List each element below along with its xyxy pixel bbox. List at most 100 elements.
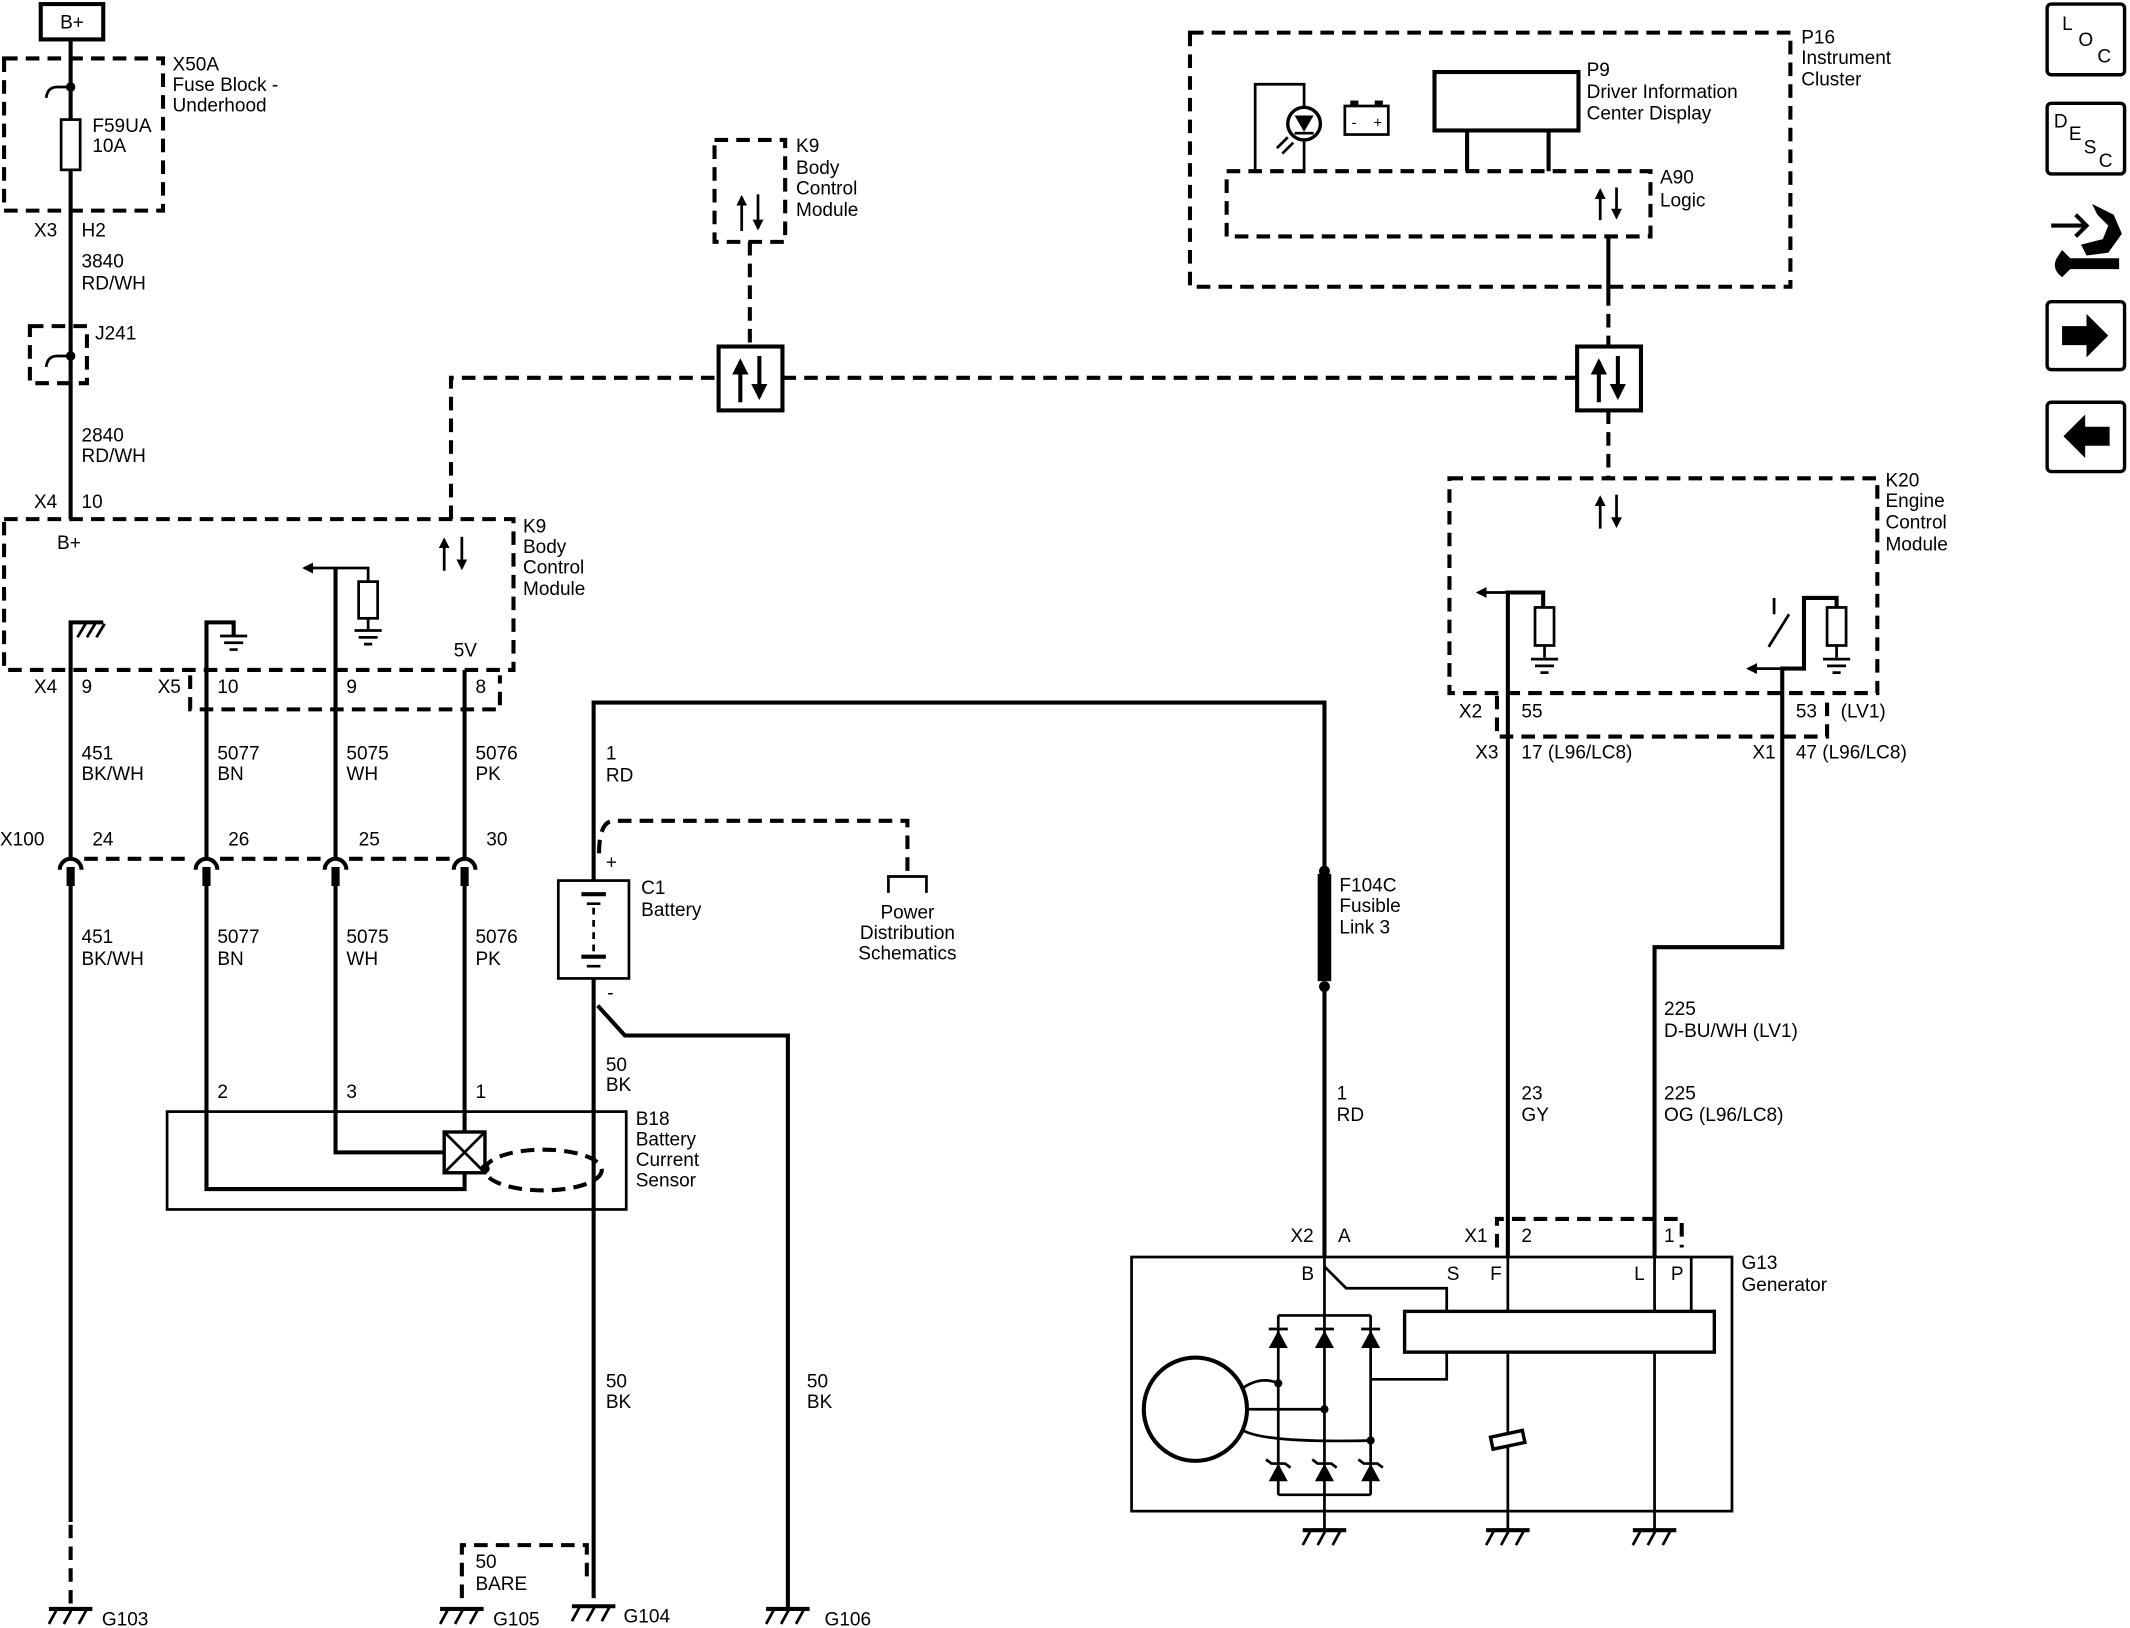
x50a-name-2: Underhood	[173, 95, 267, 116]
g13-ref: G13	[1741, 1253, 1777, 1274]
desc-letter-2: E	[2069, 124, 2082, 145]
power-dist-3[interactable]: Schematics	[858, 943, 956, 964]
upper-wire-3-circuit: 5075	[346, 744, 388, 765]
k20-ref: K20	[1885, 470, 1919, 491]
wire-3840-circuit: 3840	[82, 252, 124, 273]
voltage-regulator	[1402, 1309, 1717, 1354]
wire-225-l96-circuit: 225	[1664, 1083, 1696, 1104]
battery-icon: - +	[1343, 100, 1390, 136]
next-page-button[interactable]	[2045, 299, 2127, 372]
f104c-name-2: Link 3	[1339, 918, 1390, 939]
ground-g106-icon	[766, 1609, 809, 1624]
k20-pin-53: 53	[1796, 702, 1817, 723]
generator-g13: B S F L P G13 Generator	[1130, 1253, 1828, 1545]
lower-wire-1-color: BK/WH	[82, 949, 144, 970]
stator-icon	[1141, 1355, 1250, 1463]
bcm-pin-3: 9	[346, 677, 357, 698]
b18-name-2: Current	[636, 1150, 700, 1171]
ground-g105-label: G105	[493, 1609, 540, 1628]
instrument-cluster-p16: P16 Instrument Cluster - + P9 Driver Inf…	[1187, 27, 1892, 289]
battery-c1: + - C1 Battery	[556, 852, 702, 1004]
battery-positive-cable	[591, 700, 1327, 881]
rectifier-diodes-icon	[1265, 1327, 1384, 1482]
connector-wrench-icon[interactable]	[2051, 203, 2122, 278]
serial-data-arrows-icon	[1594, 494, 1622, 529]
b18-name-1: Battery	[636, 1130, 697, 1151]
arrow-left-icon	[2063, 414, 2110, 458]
wire-50-bare-circuit: 50	[475, 1552, 496, 1573]
g13-pin-1: 1	[1664, 1226, 1675, 1247]
k20-conn-x1: X1	[1752, 742, 1775, 763]
wire-50-g104-color: BK	[606, 1392, 632, 1413]
g13-name: Generator	[1741, 1275, 1827, 1296]
wire-225-lv1-color: D-BU/WH (LV1)	[1664, 1021, 1798, 1042]
splice-j241: J241	[27, 324, 136, 386]
upper-wire-4-color: PK	[475, 764, 501, 785]
x100-pin-1: 24	[92, 829, 114, 850]
generator-control-wires	[1505, 693, 1785, 1258]
k9-top-ref: K9	[796, 136, 819, 157]
k9-top-name-2: Control	[796, 178, 857, 199]
lower-wire-2-circuit: 5077	[217, 927, 259, 948]
body-control-module-k9-top: K9 Body Control Module	[712, 136, 858, 244]
wire-2840-circuit: 2840	[82, 426, 124, 447]
terminal-p: P	[1671, 1264, 1684, 1285]
bcm-sensor-wires	[68, 669, 467, 1523]
bcm-in-conn: X4	[34, 492, 58, 513]
power-distribution-link[interactable]: Power Distribution Schematics	[858, 903, 956, 965]
power-dist-1[interactable]: Power	[880, 903, 935, 924]
ground-g104-icon	[572, 1606, 615, 1621]
k9-top-name-1: Body	[796, 158, 840, 179]
signal-ground-icon	[218, 634, 249, 651]
k20-pin-47: 47 (L96/LC8)	[1796, 742, 1907, 763]
arrow-right-icon	[2062, 313, 2109, 358]
bcm-pin-2: 10	[217, 677, 238, 698]
bcm-pin-conn-1: X4	[34, 677, 58, 698]
f104c-ref: F104C	[1339, 875, 1396, 896]
bcm-in-pin: 10	[82, 492, 103, 513]
loc-button[interactable]: L O C	[2045, 2, 2127, 77]
lower-wire-4-circuit: 5076	[475, 927, 517, 948]
desc-letter-3: S	[2084, 138, 2097, 159]
k20-lv1: (LV1)	[1841, 702, 1886, 723]
wire-50-g104-circuit: 50	[606, 1371, 627, 1392]
loc-letter-3: C	[2097, 47, 2111, 68]
x100-pin-3: 25	[359, 829, 380, 850]
b18-pin-2: 3	[346, 1082, 357, 1103]
wire-225-lv1-circuit: 225	[1664, 999, 1696, 1020]
wire-225-l96-color: OG (L96/LC8)	[1664, 1105, 1783, 1126]
k20-pin-17: 17 (L96/LC8)	[1521, 742, 1632, 763]
wire-23-circuit: 23	[1521, 1083, 1542, 1104]
ground-g106-label: G106	[825, 1609, 872, 1628]
ground-g103-icon	[49, 1609, 92, 1624]
bcm-pin-1: 9	[82, 677, 93, 698]
k20-name-2: Control	[1885, 513, 1946, 534]
bcm-bplus: B+	[57, 533, 81, 554]
wire-50-neg-color: BK	[606, 1075, 632, 1096]
g13-conn-x1: X1	[1464, 1226, 1487, 1247]
k20-pin-55: 55	[1521, 702, 1542, 723]
upper-wire-1-color: BK/WH	[82, 764, 144, 785]
g13-conn-x2: X2	[1290, 1226, 1313, 1247]
ground-g105-icon	[440, 1609, 483, 1624]
rotor-winding-icon	[1488, 1428, 1527, 1452]
desc-button[interactable]: D E S C	[2045, 101, 2127, 176]
c1-name: Battery	[641, 900, 702, 921]
fuse-ref: F59UA	[92, 116, 151, 137]
loc-letter-2: O	[2078, 30, 2093, 51]
x50a-ref: X50A	[173, 55, 220, 76]
fuse-block-x50a: F59UA 10A X50A Fuse Block - Underhood	[2, 55, 278, 213]
previous-page-button[interactable]	[2045, 400, 2127, 474]
wire-50-bare-color: BARE	[475, 1574, 527, 1595]
b18-ref: B18	[636, 1109, 670, 1130]
p16-ref: P16	[1801, 27, 1835, 48]
a90-ref: A90	[1660, 167, 1694, 188]
desc-letter-4: C	[2099, 151, 2113, 172]
loc-letter-1: L	[2062, 14, 2073, 35]
bcm-ref: K9	[523, 517, 546, 538]
serial-data-gateway-right	[1575, 344, 1644, 413]
power-dist-2[interactable]: Distribution	[860, 923, 955, 944]
body-control-module-k9: B+ K9 Body Control Module 5V	[2, 517, 585, 672]
a90-name: Logic	[1660, 191, 1705, 212]
battery-icon-neg: -	[1352, 115, 1357, 132]
